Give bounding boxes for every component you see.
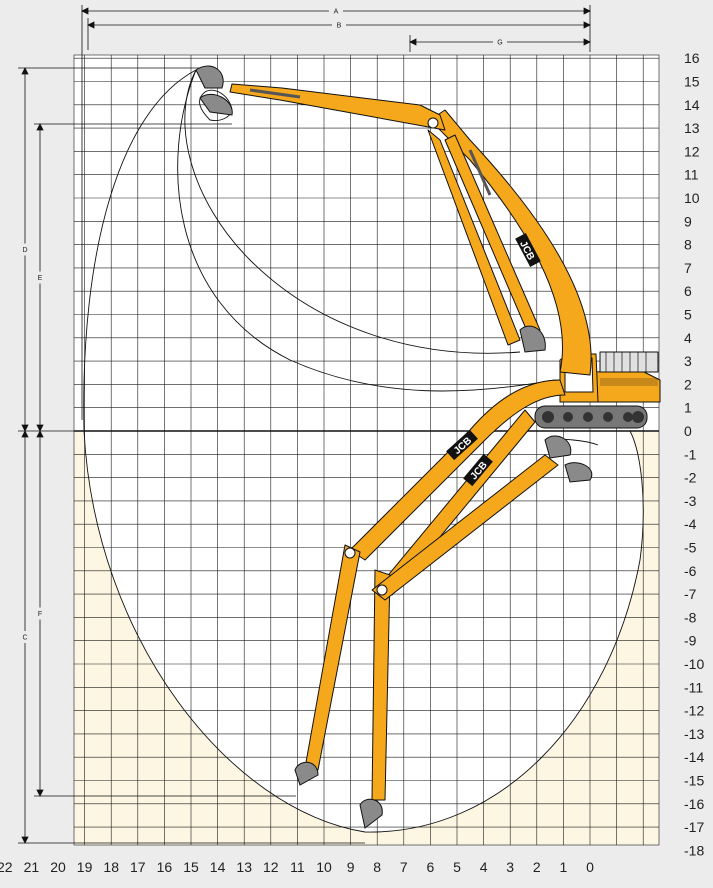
y-tick-label: 7 (684, 260, 692, 276)
bucket-lowered-2 (359, 798, 383, 829)
y-tick-label: -4 (684, 516, 697, 532)
bucket-lowered-1 (294, 761, 319, 786)
dimension-label-g: G (497, 40, 502, 47)
y-tick-label: -8 (684, 609, 697, 625)
bucket-raised-inner (199, 93, 233, 116)
bucket-lowered-3 (544, 435, 572, 459)
y-tick-label: 4 (684, 330, 692, 346)
stick-lowered-2 (371, 569, 391, 801)
bucket-raised-outer (195, 65, 224, 89)
y-tick-label: 0 (684, 423, 692, 439)
y-tick-label: 8 (684, 237, 692, 253)
y-tick-label: 2 (684, 376, 692, 392)
stick-lowered-1 (304, 544, 361, 771)
y-tick-label: -3 (684, 493, 697, 509)
excavator-machine (534, 351, 661, 429)
x-tick-label: 17 (130, 859, 146, 875)
counterweight-stripe (600, 378, 658, 386)
bucket-tucked (519, 325, 546, 353)
x-tick-label: 8 (373, 859, 381, 875)
y-tick-label: -2 (684, 470, 697, 486)
y-tick-label: -1 (684, 446, 697, 462)
x-tick-label: 18 (103, 859, 119, 875)
excavator-arm-lowered (304, 379, 566, 801)
dimension-label-a: A (334, 9, 339, 16)
x-tick-label: 22 (0, 859, 13, 875)
x-tick-label: 10 (316, 859, 332, 875)
y-tick-label: 12 (684, 143, 700, 159)
dimension-label-c: C (22, 635, 27, 642)
y-tick-label: 5 (684, 307, 692, 323)
reach-envelope-curves (83, 69, 644, 833)
y-tick-label: -5 (684, 540, 697, 556)
reach-envelope-fill (84, 431, 644, 833)
x-tick-label: 0 (586, 859, 594, 875)
engine-cover-grille (599, 351, 659, 373)
y-tick-label: -7 (684, 586, 697, 602)
x-tick-label: 13 (236, 859, 252, 875)
x-tick-label: 11 (290, 859, 305, 875)
y-tick-label: -6 (684, 563, 697, 579)
x-tick-label: 20 (50, 859, 66, 875)
dimension-label-b: B (337, 23, 342, 30)
y-tick-label: -18 (684, 842, 704, 858)
x-tick-label: 2 (533, 859, 541, 875)
x-tick-label: 9 (347, 859, 355, 875)
dimension-lines: AB G D E C F (18, 5, 591, 844)
bucket-lowered-4 (564, 462, 593, 483)
stick-lowered-3 (371, 454, 559, 601)
y-tick-label: 1 (684, 400, 692, 416)
y-tick-label: 16 (684, 50, 700, 66)
y-tick-label: -12 (684, 703, 704, 719)
x-tick-label: 15 (183, 859, 199, 875)
y-tick-label: 14 (684, 97, 700, 113)
boom-raised (429, 109, 592, 376)
y-tick-label: 9 (684, 213, 692, 229)
y-tick-label: 3 (684, 353, 692, 369)
y-tick-label: -16 (684, 796, 704, 812)
x-tick-label: 14 (210, 859, 226, 875)
y-tick-label: -15 (684, 773, 704, 789)
y-tick-label: -11 (684, 679, 703, 695)
y-axis-ticks: 161514131211109876543210-1-2-3-4-5-6-7-8… (684, 50, 704, 858)
dimension-label-d: D (22, 247, 27, 254)
x-tick-label: 16 (157, 859, 173, 875)
x-tick-label: 6 (427, 859, 435, 875)
x-tick-label: 19 (77, 859, 93, 875)
y-tick-label: 10 (684, 190, 700, 206)
x-tick-label: 7 (400, 859, 408, 875)
x-tick-label: 3 (506, 859, 514, 875)
y-tick-label: 6 (684, 283, 692, 299)
y-tick-label: -9 (684, 633, 697, 649)
y-tick-label: -17 (684, 819, 704, 835)
x-tick-label: 5 (453, 859, 461, 875)
x-tick-label: 1 (560, 859, 568, 875)
x-tick-label: 21 (24, 859, 40, 875)
dimension-label-e: E (38, 275, 43, 282)
excavator-arm-raised (229, 83, 592, 376)
x-tick-label: 4 (480, 859, 488, 875)
stick-folded (427, 129, 521, 346)
y-tick-label: -10 (684, 656, 704, 672)
dimension-label-f: F (38, 611, 42, 618)
y-tick-label: 11 (684, 167, 699, 183)
x-tick-label: 12 (263, 859, 279, 875)
y-tick-label: -13 (684, 726, 704, 742)
stick-folded-2 (444, 134, 541, 339)
y-tick-label: -14 (684, 749, 704, 765)
y-tick-label: 15 (684, 74, 700, 90)
y-tick-label: 13 (684, 120, 700, 136)
